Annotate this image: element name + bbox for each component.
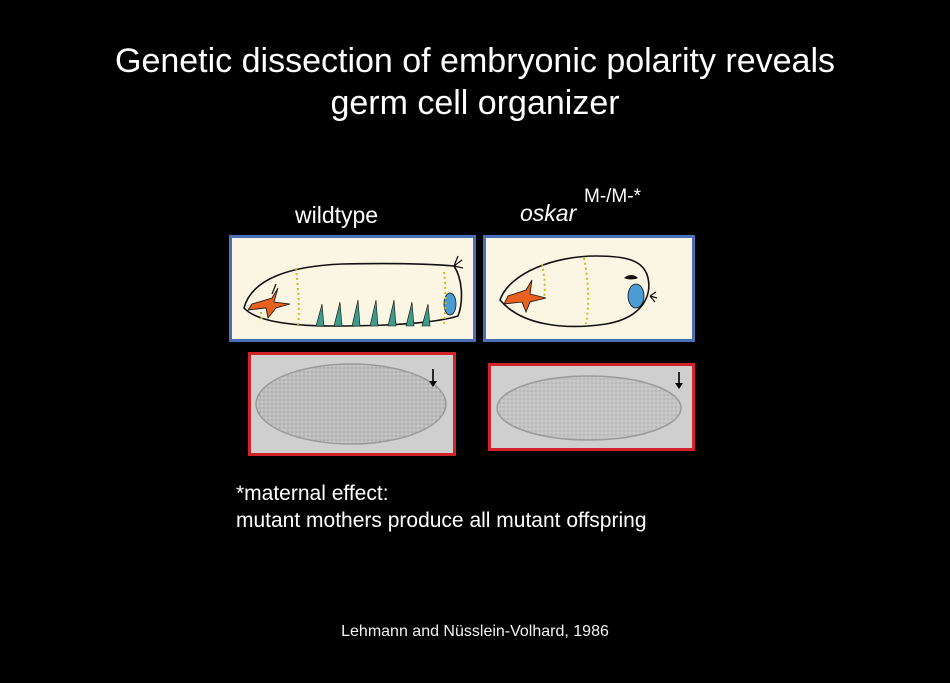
citation: Lehmann and Nüsslein-Volhard, 1986 [341, 623, 609, 640]
oskar-superscript: M-/M-* [584, 186, 641, 207]
wildtype-embryo-micrograph [248, 352, 456, 456]
wildtype-label: wildtype [295, 202, 379, 228]
slide-title: Genetic dissection of embryonic polarity… [0, 40, 950, 124]
oskar-embryo-micrograph [488, 363, 695, 451]
title-line-2: germ cell organizer [330, 84, 620, 122]
maternal-effect-note: *maternal effect: mutant mothers produce… [236, 480, 647, 534]
note-line-1: *maternal effect: [236, 482, 389, 505]
title-line-1: Genetic dissection of embryonic polarity… [115, 42, 835, 80]
oskar-larva-drawing [483, 235, 695, 342]
oskar-label: oskar [520, 200, 577, 226]
note-line-2: mutant mothers produce all mutant offspr… [236, 509, 647, 532]
wildtype-larva-drawing [229, 235, 476, 342]
